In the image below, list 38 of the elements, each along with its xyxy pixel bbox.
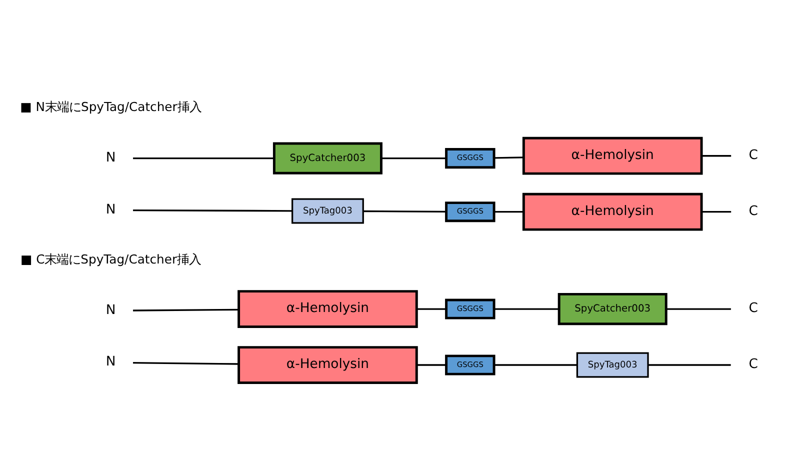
label: ■ N末端にSpyTag/Catcher挿入 xyxy=(20,99,202,114)
connector xyxy=(702,154,732,156)
node-text: C xyxy=(748,203,758,218)
node-text: N xyxy=(106,150,116,165)
node-text: C xyxy=(748,300,758,316)
label: ■ C末端にSpyTag/Catcher挿入 xyxy=(20,252,202,266)
connector xyxy=(381,157,446,159)
node-box: α-Hemolysin xyxy=(522,192,703,230)
connector xyxy=(133,157,274,159)
node-text: N xyxy=(106,202,116,217)
node-box: GSGGS xyxy=(445,298,496,319)
node-text: C xyxy=(748,356,758,372)
node-box: SpyCatcher003 xyxy=(272,142,382,174)
connector xyxy=(133,208,292,212)
connector xyxy=(416,308,446,310)
connector xyxy=(494,156,524,158)
connector xyxy=(133,361,239,364)
connector xyxy=(416,364,446,366)
connector xyxy=(648,364,731,366)
node-box: GSGGS xyxy=(445,354,496,375)
node-box: GSGGS xyxy=(445,148,496,168)
connector xyxy=(702,210,732,212)
connector xyxy=(494,308,559,310)
node-text: N xyxy=(106,354,116,370)
node-box: SpyTag003 xyxy=(576,352,649,378)
node-box: SpyTag003 xyxy=(292,198,364,224)
connector xyxy=(494,364,578,366)
connector xyxy=(494,210,524,212)
node-box: GSGGS xyxy=(445,201,496,222)
node-box: α-Hemolysin xyxy=(238,290,418,328)
connector xyxy=(133,308,239,311)
node-box: SpyCatcher003 xyxy=(558,292,668,325)
connector xyxy=(363,210,446,212)
node-box: α-Hemolysin xyxy=(238,346,418,384)
connector xyxy=(666,308,731,310)
node-text: N xyxy=(106,302,116,318)
node-text: C xyxy=(748,148,758,162)
node-box: α-Hemolysin xyxy=(522,136,703,174)
